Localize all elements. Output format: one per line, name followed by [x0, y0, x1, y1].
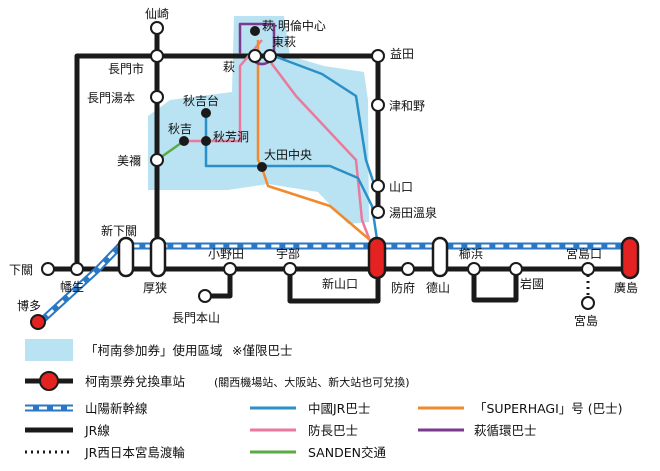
label-ube: 宇部	[276, 246, 300, 261]
station-asa[interactable]	[149, 236, 167, 278]
station-shinyamaguchi[interactable]	[367, 236, 387, 280]
legend-area-note: ※僅限巴士	[232, 343, 292, 358]
station-miyajima[interactable]	[581, 296, 595, 310]
label-akiyoshi: 秋吉	[168, 122, 192, 136]
label-shinshimonoseki: 新下關	[101, 223, 137, 238]
label-miyajimaguchi: 宮島口	[566, 246, 602, 261]
label-hiroshima: 廣島	[614, 280, 638, 295]
label-higashihagi: 東萩	[272, 35, 296, 49]
jr-line-motoyama-branch	[206, 269, 233, 299]
label-mine: 美禰	[117, 154, 141, 168]
legend-exchange-icon	[39, 371, 59, 391]
station-labels: 仙崎 長門市 長門湯本 美禰 秋吉台 秋吉 秋芳洞 大田中央 萩·明倫中心 東萩…	[9, 7, 638, 328]
stop-hagi-meirin[interactable]	[250, 26, 260, 36]
bus-route-bocho-2	[265, 55, 374, 247]
label-onoda: 小野田	[208, 247, 244, 261]
legend-area-swatch	[25, 339, 73, 361]
station-yudaonsen[interactable]	[371, 205, 385, 219]
bus-route-chugoku-2	[273, 54, 378, 191]
station-hatabu[interactable]	[70, 262, 84, 276]
station-masuda[interactable]	[371, 49, 385, 63]
label-hakata: 博多	[17, 298, 41, 313]
station-tsuwano[interactable]	[371, 98, 385, 112]
jr-line-network	[48, 28, 632, 304]
station-shinshimonoseki[interactable]	[117, 236, 135, 278]
station-hakata[interactable]	[30, 314, 46, 330]
legend-sanden-label: SANDEN交通	[308, 445, 386, 460]
legend-jr-label: JR線	[84, 423, 110, 438]
label-yamaguchi: 山口	[389, 180, 413, 194]
jr-line-sanin	[74, 53, 381, 269]
bus-route-bocho	[184, 39, 263, 143]
station-kudamatsu[interactable]	[467, 262, 481, 276]
label-masuda: 益田	[390, 47, 414, 61]
station-iwakuni[interactable]	[509, 262, 523, 276]
label-yudaonsen: 湯田溫泉	[389, 206, 437, 220]
label-asa: 厚狭	[143, 281, 167, 295]
label-nagatoyumoto: 長門湯本	[87, 91, 135, 105]
bus-route-superhagi	[256, 40, 371, 241]
station-hofu[interactable]	[401, 262, 415, 276]
legend-exchange-label: 柯南票券兌換車站	[85, 374, 185, 389]
label-miyajima: 宮島	[574, 313, 598, 328]
label-akiyoshidai: 秋吉台	[183, 93, 219, 108]
label-otachuo: 大田中央	[264, 147, 312, 162]
legend-area-label: 「柯南參加券」使用區域	[85, 343, 223, 358]
label-senzaki: 仙崎	[145, 7, 169, 21]
legend-shinkansen-label: 山陽新幹線	[85, 401, 148, 416]
jr-line-ube-loop	[287, 269, 381, 304]
label-shimonoseki: 下關	[9, 263, 33, 277]
legend-superhagi-label: 「SUPERHAGI」号 (巴士)	[474, 401, 623, 416]
station-nagatoyumoto[interactable]	[150, 90, 164, 104]
stop-akiyoshidai[interactable]	[201, 108, 211, 118]
station-tokuyama[interactable]	[431, 236, 449, 278]
station-hiroshima[interactable]	[620, 236, 640, 280]
legend-exchange-note: (關西機場站、大阪站、新大站也可兌換)	[214, 375, 410, 389]
station-ube[interactable]	[283, 262, 297, 276]
stations	[30, 21, 640, 330]
label-nagatomotoyama: 長門本山	[172, 311, 220, 325]
station-onoda[interactable]	[223, 262, 237, 276]
label-hagi: 萩	[223, 60, 235, 74]
station-hagi[interactable]	[248, 49, 262, 63]
stop-akiyoshi[interactable]	[179, 136, 189, 146]
legend-hagi-loop-label: 萩循環巴士	[474, 423, 537, 438]
station-nagatoshi[interactable]	[150, 49, 164, 63]
label-shinyamaguchi: 新山口	[322, 276, 358, 291]
stop-akiyoshido[interactable]	[201, 136, 211, 146]
station-shimonoseki[interactable]	[41, 262, 55, 276]
label-akiyoshido: 秋芳洞	[213, 130, 249, 144]
label-kudamatsu: 櫛浜	[459, 247, 483, 261]
legend: 「柯南參加券」使用區域 ※僅限巴士 柯南票券兌換車站 (關西機場站、大阪站、新大…	[25, 339, 623, 460]
station-yamaguchi[interactable]	[371, 179, 385, 193]
jr-line-iwatoku-loop	[471, 269, 519, 303]
label-hatabu: 幡生	[60, 279, 84, 294]
legend-chugoku-label: 中國JR巴士	[308, 401, 370, 416]
station-higashihagi[interactable]	[263, 49, 277, 63]
station-nagatomotoyama[interactable]	[198, 289, 212, 303]
label-iwakuni: 岩國	[520, 276, 544, 291]
legend-ferry-label: JR西日本宮島渡輪	[84, 445, 185, 460]
label-hofu: 防府	[391, 280, 415, 295]
label-hagi-meirin: 萩·明倫中心	[262, 18, 326, 33]
label-tokuyama: 德山	[426, 280, 450, 295]
station-mine[interactable]	[150, 153, 164, 167]
station-senzaki[interactable]	[150, 21, 164, 35]
station-miyajimaguchi[interactable]	[581, 262, 595, 276]
label-nagatoshi: 長門市	[108, 61, 144, 76]
label-tsuwano: 津和野	[389, 99, 425, 113]
legend-bocho-label: 防長巴士	[308, 423, 358, 438]
stop-otachuo[interactable]	[257, 162, 267, 172]
